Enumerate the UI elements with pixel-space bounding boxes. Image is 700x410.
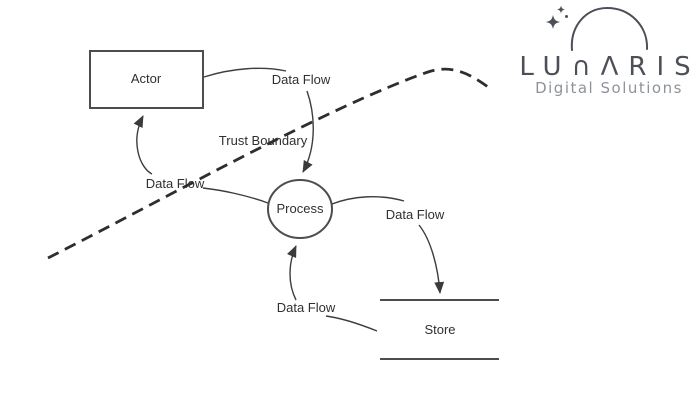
sparkle-icon-large <box>546 15 560 29</box>
process-circle <box>267 179 333 239</box>
actor-box <box>89 50 204 109</box>
data-flow-label-store-to-process: Data Flow <box>276 300 336 316</box>
trust-boundary-line <box>47 67 489 260</box>
edge-store-to-process-segment <box>325 315 378 332</box>
edge-process-to-store-segment <box>331 196 405 205</box>
sparkle-icon-small <box>557 5 565 14</box>
sparkle-dot-icon <box>565 15 568 18</box>
edge-process-to-store-arrow <box>418 224 445 294</box>
trust-boundary-label: Trust Boundary <box>218 133 308 149</box>
logo-mark <box>546 5 649 51</box>
edge-actor-to-process-segment <box>203 67 287 78</box>
edge-store-to-process-arrow <box>286 245 297 301</box>
edge-process-to-actor-arrow <box>133 115 153 175</box>
process-node-label: Process <box>276 201 324 217</box>
crescent-moon-icon <box>570 6 649 51</box>
brand-name: LU∩ΛRIS <box>519 52 700 82</box>
data-flow-label-process-to-actor: Data Flow <box>145 176 205 192</box>
actor-node-label: Actor <box>130 71 162 87</box>
brand-tagline: Digital Solutions <box>535 79 683 97</box>
store-node-label: Store <box>424 322 456 338</box>
edge-process-to-actor-segment <box>202 187 269 204</box>
data-flow-label-actor-to-process: Data Flow <box>271 72 331 88</box>
edge-actor-to-process-arrow <box>302 90 314 173</box>
data-flow-label-process-to-store: Data Flow <box>385 207 445 223</box>
